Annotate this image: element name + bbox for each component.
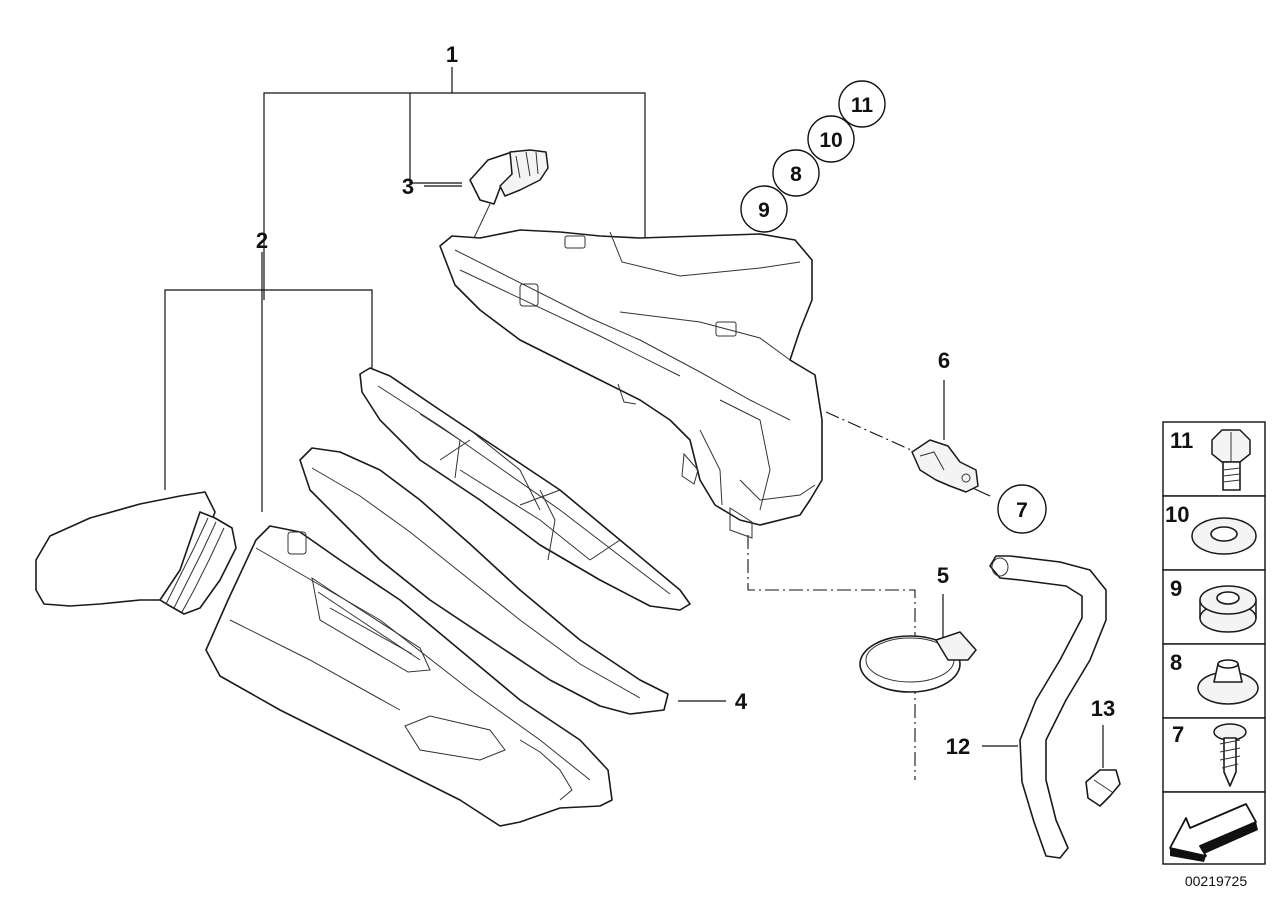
direction-arrow-icon — [1169, 803, 1258, 862]
hose-clamp — [859, 631, 977, 693]
sensor-connector — [469, 149, 549, 239]
callout-3: 3 — [402, 174, 414, 199]
lower-duct-housing — [205, 525, 613, 827]
circled-callout-11: 11 — [838, 80, 886, 128]
callout-5: 5 — [937, 563, 949, 588]
air-duct-housing — [439, 229, 823, 539]
air-filter-element — [299, 447, 669, 715]
callout-labels: 1 2 3 4 5 6 12 13 — [256, 42, 1115, 759]
svg-text:10: 10 — [819, 129, 842, 152]
filter-frame — [359, 367, 691, 611]
panel-label-9: 9 — [1170, 576, 1182, 601]
svg-text:8: 8 — [790, 163, 802, 186]
circled-callout-10: 10 — [807, 115, 855, 163]
circled-callout-9: 9 — [740, 185, 788, 233]
screw-icon — [1213, 723, 1247, 787]
callout-4: 4 — [735, 689, 748, 714]
panel-label-11: 11 — [1170, 428, 1193, 453]
callout-6: 6 — [938, 348, 950, 373]
callout-1: 1 — [446, 42, 458, 67]
callout-12: 12 — [946, 734, 970, 759]
svg-text:11: 11 — [851, 94, 874, 117]
panel-label-10: 10 — [1165, 502, 1189, 527]
callout-13: 13 — [1091, 696, 1115, 721]
small-clip — [1085, 769, 1121, 807]
svg-text:7: 7 — [1016, 499, 1028, 522]
circled-callout-8: 8 — [772, 149, 820, 197]
panel-label-8: 8 — [1170, 650, 1182, 675]
callout-2: 2 — [256, 228, 268, 253]
reference-number: 00219725 — [1185, 873, 1248, 889]
small-parts-panel: 11 10 9 8 7 — [1162, 421, 1266, 865]
lower-intake-duct — [35, 491, 237, 615]
washer-icon — [1191, 517, 1257, 555]
bolt-icon — [1211, 429, 1251, 491]
nut-icon — [1197, 659, 1259, 705]
circled-callouts: 11 10 8 9 7 — [740, 80, 1047, 534]
circled-callout-7: 7 — [997, 484, 1047, 534]
panel-label-7: 7 — [1172, 722, 1184, 747]
svg-text:9: 9 — [758, 199, 770, 222]
hose — [989, 555, 1107, 859]
rubber-mount — [911, 439, 979, 493]
grommet-icon — [1199, 585, 1257, 633]
